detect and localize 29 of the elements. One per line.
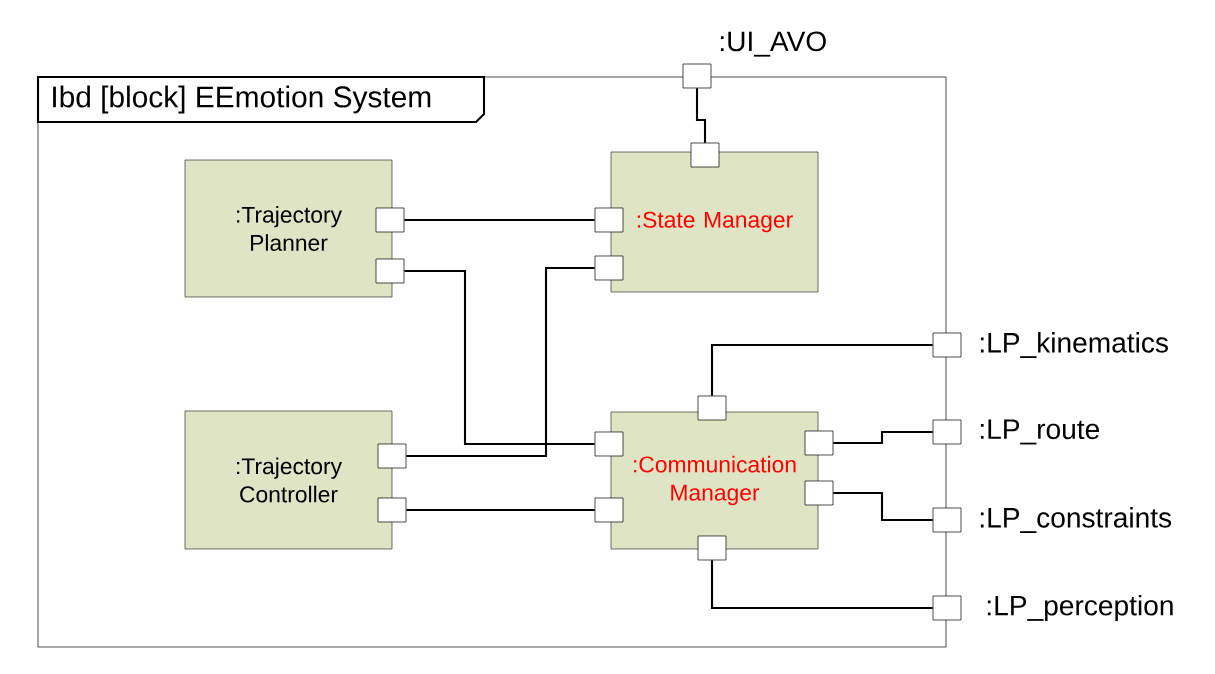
port <box>804 480 834 506</box>
port <box>697 395 727 421</box>
connector <box>695 88 707 143</box>
block: :Trajectory Controller <box>184 410 393 550</box>
connector <box>406 508 595 512</box>
port-label: :UI_AVO <box>720 31 826 57</box>
port <box>377 443 407 469</box>
block: :State Manager <box>610 151 819 293</box>
connector <box>710 560 933 610</box>
port <box>594 255 624 281</box>
port <box>697 535 727 561</box>
block: :Trajectory Planner <box>184 159 393 298</box>
port <box>594 207 624 233</box>
port <box>594 497 624 523</box>
port-label: :LP_kinematics <box>980 332 1168 358</box>
port <box>375 258 405 284</box>
connector <box>404 218 595 222</box>
connector <box>833 491 933 522</box>
block: :Communication Manager <box>610 411 819 550</box>
port-label: :LP_constraints <box>980 507 1172 533</box>
connector <box>710 343 933 396</box>
port <box>594 431 624 457</box>
port <box>690 142 720 168</box>
connector <box>833 430 933 445</box>
port <box>375 207 405 233</box>
port <box>377 497 407 523</box>
port-label: :LP_route <box>980 419 1099 445</box>
port <box>804 430 834 456</box>
port-label: :LP_perception <box>987 594 1173 622</box>
